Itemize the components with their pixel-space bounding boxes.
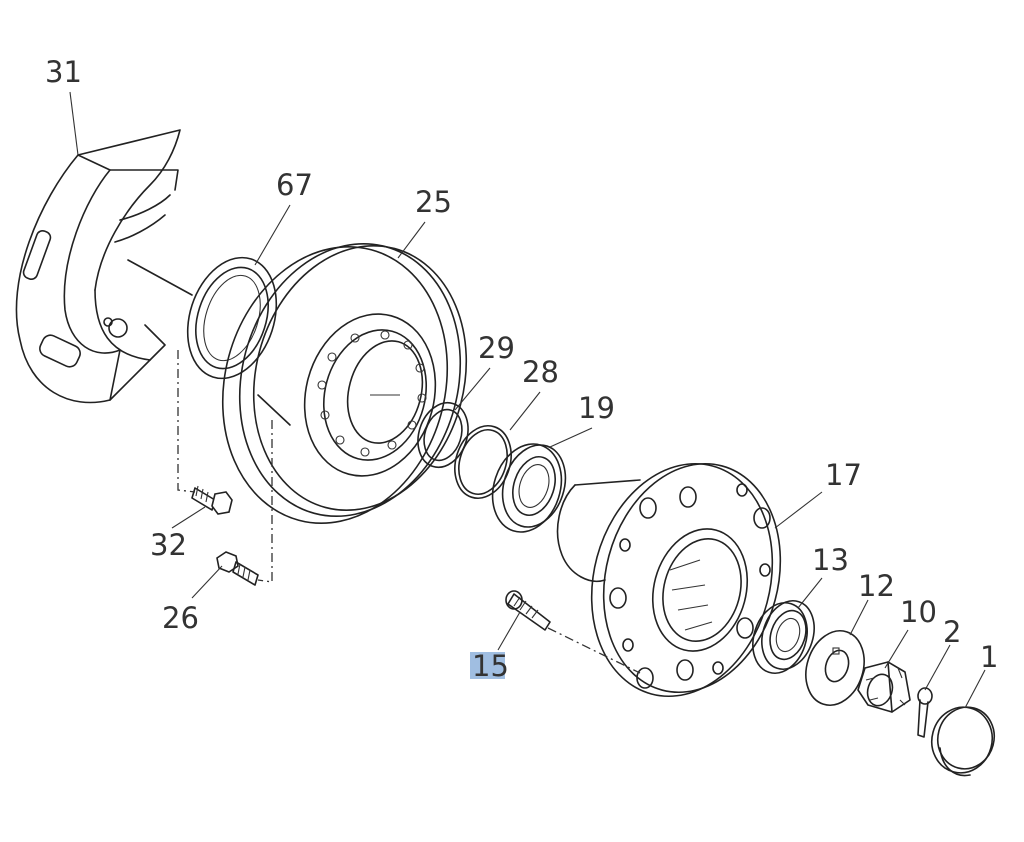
callout-2[interactable]: 2 xyxy=(943,615,961,649)
callout-32[interactable]: 32 xyxy=(150,528,187,562)
part-inner-bearing[interactable] xyxy=(482,435,576,541)
part-hub-cap[interactable] xyxy=(924,700,1001,779)
callout-25[interactable]: 25 xyxy=(415,185,452,219)
callout-67[interactable]: 67 xyxy=(276,168,313,202)
callout-10[interactable]: 10 xyxy=(900,595,937,629)
assembly-lines xyxy=(127,259,641,674)
callout-13[interactable]: 13 xyxy=(812,543,849,577)
part-dust-cover[interactable] xyxy=(15,129,181,404)
part-spacer-ring[interactable] xyxy=(410,396,476,474)
part-castle-nut[interactable] xyxy=(857,661,911,713)
callout-17[interactable]: 17 xyxy=(825,458,862,492)
callout-28[interactable]: 28 xyxy=(522,355,559,389)
part-hub-bolt[interactable] xyxy=(505,590,551,631)
part-disc-bolt[interactable] xyxy=(216,551,259,586)
part-cotter-pin[interactable] xyxy=(917,687,933,738)
part-lock-washer[interactable] xyxy=(797,623,874,713)
part-wheel-hub[interactable] xyxy=(556,443,806,717)
callout-1[interactable]: 1 xyxy=(980,640,998,674)
part-outer-bearing[interactable] xyxy=(744,594,822,680)
highlight-box xyxy=(470,652,505,679)
callout-29[interactable]: 29 xyxy=(478,331,515,365)
part-oil-seal[interactable] xyxy=(173,246,291,390)
callout-labels: 31 67 25 29 28 19 17 32 26 15 13 12 10 2… xyxy=(45,55,998,683)
callout-31[interactable]: 31 xyxy=(45,55,82,89)
part-cover-bolt[interactable] xyxy=(191,485,233,515)
hub-stud-holes xyxy=(609,483,771,689)
callout-26[interactable]: 26 xyxy=(162,601,199,635)
part-brake-disc[interactable] xyxy=(193,219,496,549)
leader-lines xyxy=(69,91,986,709)
part-snap-ring[interactable] xyxy=(446,418,520,505)
callout-15[interactable]: 15 xyxy=(472,649,509,683)
disc-bolt-holes xyxy=(317,330,427,457)
callout-12[interactable]: 12 xyxy=(858,569,895,603)
callout-19[interactable]: 19 xyxy=(578,391,615,425)
